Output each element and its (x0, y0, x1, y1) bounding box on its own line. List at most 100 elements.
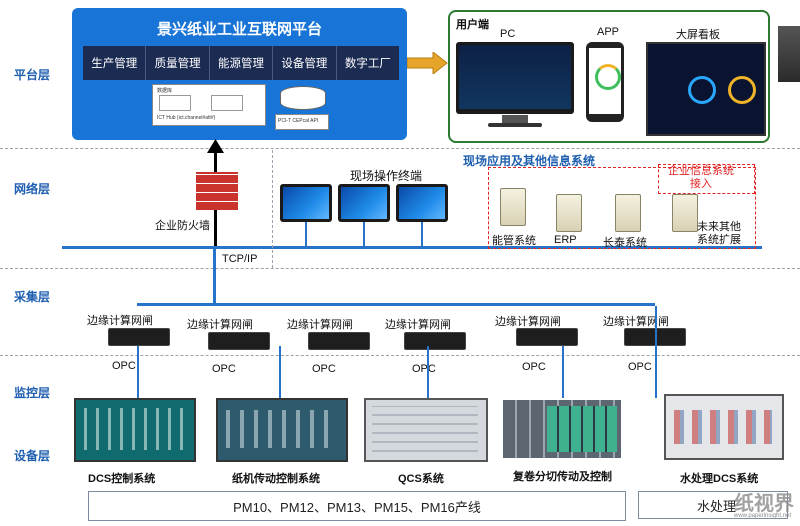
plc-rack-icon (503, 400, 621, 458)
water-screen-icon (664, 394, 784, 460)
uplink-arrowhead (207, 139, 224, 153)
terminal-label: 现场操作终端 (350, 169, 423, 183)
menu-item-production[interactable]: 生产管理 (83, 46, 147, 80)
production-lines-bar: PM10、PM12、PM13、PM15、PM16产线 (88, 491, 626, 521)
plc-rack-panel (547, 406, 617, 452)
platform-panel: 景兴纸业工业互联网平台 生产管理 质量管理 能源管理 设备管理 数字工厂 数据库… (72, 8, 407, 140)
pc-label: PC (500, 28, 516, 40)
qcs-screen-content (372, 406, 478, 452)
network-bus (62, 246, 762, 249)
gateway-3-label: 边缘计算网闸 (287, 319, 353, 331)
watermark-url: www.paperinsight.net (734, 513, 792, 519)
terminal-2-link (363, 222, 365, 246)
phone-screen (589, 48, 621, 114)
platform-menu: 生产管理 质量管理 能源管理 设备管理 数字工厂 (83, 46, 399, 80)
mini-cylinder-icon (280, 86, 326, 110)
caption-paper-drive: 纸机传动控制系统 (232, 473, 320, 485)
layer-label-device: 设备层 (14, 449, 51, 463)
terminal-1-screen (283, 187, 329, 219)
terminal-3-icon (396, 184, 448, 222)
opc-label-3: OPC (312, 363, 336, 375)
gateway-6-label: 边缘计算网闸 (603, 316, 669, 328)
firewall-label: 企业防火墙 (155, 220, 210, 232)
gateway-3-icon (308, 332, 370, 350)
layer-label-network: 网络层 (14, 182, 51, 196)
watermark-logo: 纸视界 (734, 493, 794, 515)
qcs-screen-icon (364, 398, 488, 462)
enterprise-dashed-box (658, 164, 755, 194)
device-link-1 (137, 346, 139, 398)
server-changtai-icon (615, 194, 641, 232)
menu-item-quality[interactable]: 质量管理 (146, 46, 210, 80)
mini-node-2 (211, 95, 243, 111)
terminal-2-screen (341, 187, 387, 219)
caption-water-dcs: 水处理DCS系统 (680, 473, 759, 485)
device-link-5 (655, 306, 657, 398)
layer-label-monitor: 监控层 (14, 386, 51, 400)
separator-1 (0, 148, 800, 149)
mini-architecture-box: 数据库 ICT Hub (ict.channel#att#) (152, 84, 266, 126)
server-future-label: 未来其他 系统扩展 (697, 221, 741, 246)
gateway-bus (137, 303, 655, 306)
enterprise-label: 企业信息系统 接入 (668, 165, 734, 190)
device-link-3 (427, 346, 429, 398)
device-link-4 (562, 346, 564, 398)
phone-gauge (595, 64, 621, 90)
mini-node-1 (159, 95, 191, 111)
mini-api-label: PCI-T CEPcal API (278, 118, 319, 124)
app-label: APP (597, 26, 620, 38)
tcpip-label: TCP/IP (222, 253, 258, 265)
user-end-title: 用户端 (456, 19, 489, 31)
terminal-1-icon (280, 184, 332, 222)
user-end-box: 用户端 PC APP 大屏看板 (448, 10, 770, 143)
terminal-2-icon (338, 184, 390, 222)
apps-title: 现场应用及其他信息系统 (463, 154, 596, 168)
server-energy-icon (500, 188, 526, 226)
server-changtai-label: 长泰系统 (603, 237, 647, 249)
opc-label-6: OPC (628, 361, 652, 373)
caption-qcs: QCS系统 (398, 473, 444, 485)
opc-label-1: OPC (112, 360, 136, 372)
gateway-drop (213, 249, 216, 304)
gateway-4-label: 边缘计算网闸 (385, 319, 451, 331)
caption-dcs: DCS控制系统 (88, 473, 156, 485)
pc-base (488, 123, 542, 127)
field-separator (272, 150, 273, 268)
water-treatment-bar: 水处理 (638, 491, 788, 519)
platform-title: 景兴纸业工业互联网平台 (156, 21, 322, 38)
gateway-2-label: 边缘计算网闸 (187, 319, 253, 331)
water-screen-content (674, 410, 772, 444)
arrow-to-users (407, 52, 448, 74)
opc-label-5: OPC (522, 361, 546, 373)
caption-rewinder: 复卷分切传动及控制 (513, 471, 612, 483)
terminal-3-link (421, 222, 423, 246)
separator-2 (0, 268, 800, 269)
apps-dashed-box (488, 167, 756, 249)
server-erp-label: ERP (554, 234, 577, 246)
server-erp-icon (556, 194, 582, 232)
gateway-5-icon (516, 328, 578, 346)
mini-ict-label: ICT Hub (ict.channel#att#) (157, 115, 216, 121)
terminal-3-screen (399, 187, 445, 219)
drive-screen-content (226, 410, 336, 448)
opc-label-2: OPC (212, 363, 236, 375)
device-link-2 (279, 346, 281, 398)
dashboard-label: 大屏看板 (676, 29, 720, 41)
dashboard-screen-icon (646, 42, 766, 136)
layer-label-platform: 平台层 (14, 68, 51, 82)
dashboard-gauge-1 (688, 76, 716, 104)
menu-item-digital-factory[interactable]: 数字工厂 (344, 58, 391, 70)
gateway-5-label: 边缘计算网闸 (495, 316, 561, 328)
menu-item-energy[interactable]: 能源管理 (210, 46, 274, 80)
separator-3 (0, 355, 800, 356)
pc-screen (459, 45, 571, 109)
menu-item-equipment[interactable]: 设备管理 (273, 46, 337, 80)
gateway-1-label: 边缘计算网闸 (87, 315, 153, 327)
gateway-1-icon (108, 328, 170, 346)
gateway-2-icon (208, 332, 270, 350)
phone-icon (586, 42, 624, 122)
dcs-screen-content (84, 408, 184, 450)
firewall-icon (196, 172, 238, 210)
opc-label-4: OPC (412, 363, 436, 375)
partial-device-icon (778, 26, 800, 82)
